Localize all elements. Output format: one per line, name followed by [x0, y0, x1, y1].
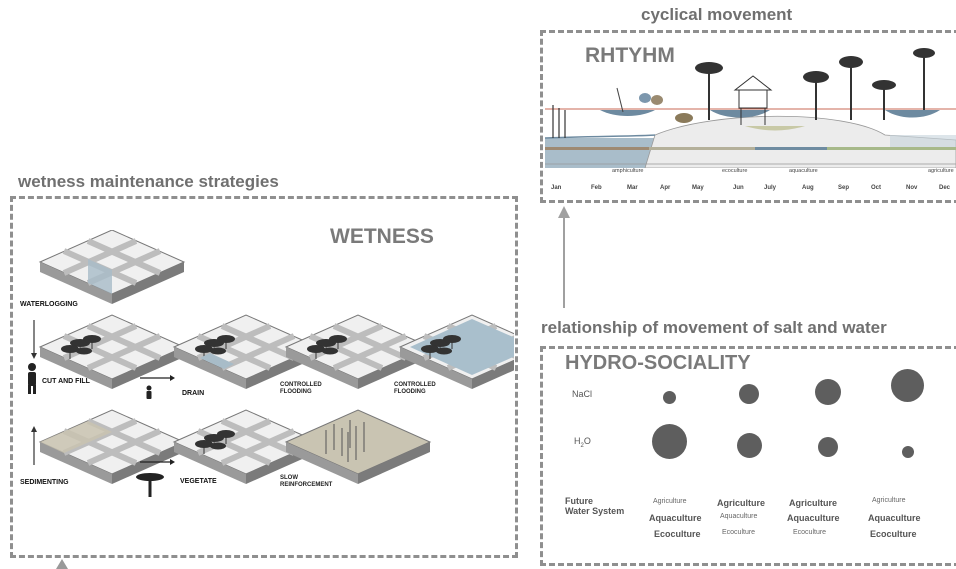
up-arrow-connector [558, 206, 570, 308]
month-label: Sep [838, 185, 850, 191]
label-vegetate: VEGETATE [180, 478, 217, 485]
season-aquaculture: aquaculture [789, 168, 818, 174]
cyclical-section-title: cyclical movement [641, 5, 793, 24]
label-slow-reinforcement: SLOW REINFORCEMENT [280, 475, 333, 488]
nacl-label: NaCl [572, 389, 593, 399]
month-label: May [692, 185, 704, 191]
rhythm-title: RHTYHM [585, 44, 675, 67]
h2o-subscript: 2 [580, 442, 584, 449]
nacl-circle [739, 384, 759, 404]
nacl-circle [815, 379, 841, 405]
rhythm-landscape [545, 48, 956, 168]
wetness-diagrams [28, 230, 514, 497]
future-agriculture: Agriculture [872, 497, 906, 504]
month-label: Dec [939, 185, 951, 191]
future-water-label: Future Water System [565, 496, 625, 516]
wetness-section-title: wetness maintenance strategies [18, 172, 279, 191]
future-aquaculture: Aquaculture [720, 513, 758, 520]
relationship-section-title: relationship of movement of salt and wat… [541, 318, 887, 337]
label-waterlogging: WATERLOGGING [20, 301, 78, 308]
h2o-circle [818, 437, 838, 457]
hydro-title: HYDRO-SOCIALITY [565, 352, 751, 374]
h2o-circle [652, 424, 687, 459]
month-label: Aug [802, 185, 814, 191]
future-aquaculture: Aquaculture [787, 513, 840, 523]
future-agriculture: Agriculture [717, 498, 766, 508]
rhythm-frame [540, 30, 956, 203]
label-cut-and-fill: CUT AND FILL [42, 378, 90, 385]
month-label: Mar [627, 185, 638, 191]
month-label: Nov [906, 185, 918, 191]
future-ecoculture: Ecoculture [722, 529, 756, 536]
wetness-frame [10, 196, 518, 558]
up-arrow-icon [56, 559, 68, 569]
month-label: Apr [660, 185, 671, 191]
h2o-circle [737, 433, 762, 458]
future-aquaculture: Aquaculture [649, 513, 702, 523]
nacl-circle [891, 369, 924, 402]
future-agriculture: Agriculture [653, 498, 687, 505]
season-agriculture: agriculture [928, 168, 954, 174]
future-ecoculture: Ecoculture [870, 529, 917, 539]
h2o-circle [902, 446, 914, 458]
h2o-o: O [583, 436, 591, 446]
hydro-frame [540, 346, 956, 566]
month-label: July [764, 185, 777, 191]
month-label: Jan [551, 185, 562, 191]
season-ecoculture: ecoculture [722, 168, 748, 174]
label-sedimenting: SEDIMENTING [20, 479, 69, 486]
month-label: Oct [871, 185, 882, 191]
future-ecoculture: Ecoculture [654, 529, 701, 539]
label-controlled-flooding-1: CONTROLLED FLOODING [280, 382, 322, 395]
wetness-title: WETNESS [330, 225, 434, 248]
future-agriculture: Agriculture [789, 498, 838, 508]
h2o-h: H [574, 436, 581, 446]
label-controlled-flooding-2: CONTROLLED FLOODING [394, 382, 436, 395]
future-aquaculture: Aquaculture [868, 513, 921, 523]
future-ecoculture: Ecoculture [793, 529, 827, 536]
nacl-circle [663, 391, 676, 404]
h2o-label: H2O [574, 436, 591, 449]
month-label: Jun [733, 185, 744, 191]
label-drain: DRAIN [182, 390, 205, 397]
month-label: Feb [591, 185, 602, 191]
season-amphiculture: amphiculture [612, 168, 644, 174]
